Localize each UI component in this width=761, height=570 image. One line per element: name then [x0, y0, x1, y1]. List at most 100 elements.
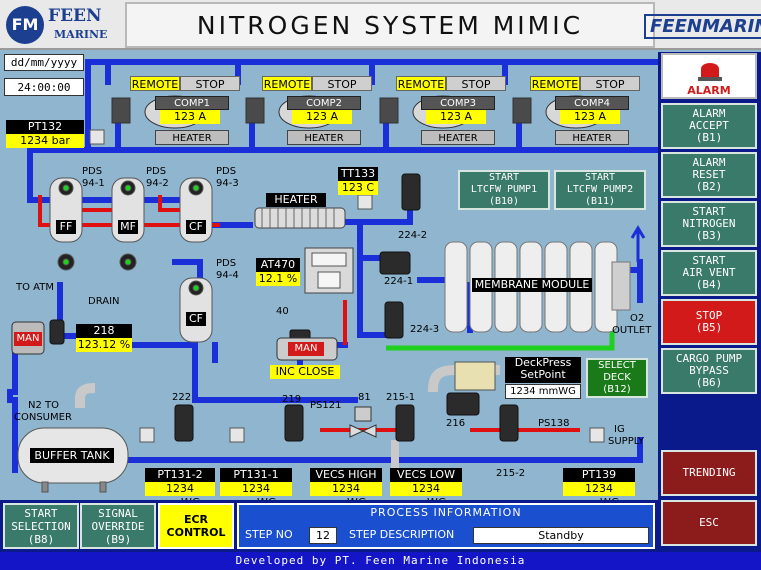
start-ltcfw-pump1-l2: LTCFW PUMP1 — [470, 184, 538, 195]
n2-consumer-label-1: N2 TO — [28, 400, 60, 411]
vecs-low-value: 1234 mmWG — [390, 482, 462, 509]
pds-94-1-label: PDS — [82, 166, 103, 177]
pt139-label: PT139 — [563, 468, 635, 482]
valve-218-label: 218 — [76, 324, 132, 338]
comp2-label: COMP2 — [287, 96, 361, 110]
comp3-remote-indicator: REMOTE — [396, 76, 446, 91]
pt131-2-value: 1234 mmWG — [145, 482, 215, 509]
b3-l1: START — [692, 205, 726, 218]
pt132-value: 1234 bar — [6, 134, 84, 148]
feen-marine-logo: FM FEEN MARINE — [6, 4, 124, 46]
b6-l3: (B6) — [695, 376, 723, 389]
fm-logo-sub: MARINE — [54, 28, 108, 41]
select-deck-l1: SELECT — [598, 360, 636, 371]
b9-l3: (B9) — [104, 532, 132, 546]
ecr-l1: ECR — [183, 513, 209, 526]
b2-l3: (B2) — [695, 180, 723, 193]
footer-credit: Developed by PT. Feen Marine Indonesia — [0, 552, 761, 570]
inc-close-indicator: INC CLOSE — [270, 365, 340, 379]
select-deck-l2: DECK — [603, 372, 631, 383]
pds-94-3-label: PDS — [216, 166, 237, 177]
ps138-label: PS138 — [538, 418, 570, 429]
comp4-current: 123 A — [560, 110, 620, 124]
pds-94-4-id: 94-4 — [216, 270, 239, 281]
vecs-low-label: VECS LOW — [390, 468, 462, 482]
comp2-stop-indicator: STOP — [312, 76, 372, 91]
comp4-heater: HEATER — [555, 130, 629, 145]
vecs-high-value: 1234 mmWG — [310, 482, 382, 509]
comp2-current: 123 A — [292, 110, 352, 124]
valve-224-3-label: 224-3 — [410, 324, 440, 335]
step-description-value: Standby — [473, 527, 649, 544]
comp3-stop-indicator: STOP — [446, 76, 506, 91]
b6-l2: BYPASS — [689, 364, 729, 377]
comp1-current: 123 A — [160, 110, 220, 124]
b5-l2: (B5) — [695, 321, 723, 334]
comp1-stop-indicator: STOP — [180, 76, 240, 91]
comp4-stop-indicator: STOP — [580, 76, 640, 91]
o2-outlet-label-1: O2 — [630, 313, 645, 324]
filter-ff-label: FF — [56, 220, 76, 234]
alarm-label: ALARM — [687, 84, 731, 97]
filter-mf-label: MF — [118, 220, 138, 234]
deckpress-l2: SetPoint — [520, 368, 566, 381]
time-display: 24:00:00 — [4, 78, 84, 96]
b8-l1: START — [24, 506, 58, 520]
comp2-heater: HEATER — [287, 130, 361, 145]
comp3-heater: HEATER — [421, 130, 495, 145]
ecr-l2: CONTROL — [166, 526, 226, 539]
b1-l3: (B1) — [695, 131, 723, 144]
start-ltcfw-pump2-l3: (B11) — [584, 196, 616, 207]
date-display: dd/mm/yyyy — [4, 54, 84, 71]
valve-40-label: 40 — [276, 306, 289, 317]
fm-logo-name: FEEN — [48, 6, 102, 26]
valve-215-2-label: 215-2 — [496, 468, 526, 479]
ig-supply-label-2: SUPPLY — [608, 436, 645, 447]
valve-81-label: 81 — [358, 392, 371, 403]
tt133-label: TT133 — [338, 167, 378, 181]
ps121-label: PS121 — [310, 400, 342, 411]
pds-94-1-id: 94-1 — [82, 178, 105, 189]
at470-label: AT470 — [256, 258, 300, 272]
b6-l1: CARGO PUMP — [675, 352, 743, 365]
o2-outlet-label-2: OUTLET — [612, 325, 652, 336]
esc-button[interactable]: ESC — [661, 500, 757, 546]
membrane-module-label: MEMBRANE MODULE — [472, 278, 592, 292]
process-information-panel: PROCESS INFORMATION STEP NO 12 STEP DESC… — [237, 503, 655, 549]
man-center-mode[interactable]: MAN — [288, 342, 324, 356]
pds-94-2-label: PDS — [146, 166, 167, 177]
alarm-bell-icon — [698, 63, 722, 81]
b2-l1: ALARM — [692, 156, 726, 169]
page-title: NITROGEN SYSTEM MIMIC — [125, 2, 655, 48]
valve-222-label: 222 — [172, 392, 192, 403]
vecs-high-label: VECS HIGH — [310, 468, 382, 482]
select-deck-l3: (B12) — [603, 384, 631, 395]
step-description-label: STEP DESCRIPTION — [349, 528, 455, 541]
deckpress-setpoint-input[interactable]: 1234 mmWG — [505, 384, 581, 399]
feenmarine-logo-mark: F — [650, 16, 663, 37]
fm-logo-circle: FM — [6, 6, 44, 44]
pt131-1-value: 1234 mmWG — [220, 482, 292, 509]
valve-224-2-label: 224-2 — [398, 230, 428, 241]
trending-button[interactable]: TRENDING — [661, 450, 757, 496]
stop-button[interactable]: STOP(B5) — [661, 299, 757, 345]
start-ltcfw-pump2-l2: LTCFW PUMP2 — [566, 184, 634, 195]
man-left-mode[interactable]: MAN — [14, 332, 42, 346]
step-no-label: STEP NO — [245, 528, 293, 541]
comp3-label: COMP3 — [421, 96, 495, 110]
pds-94-2-id: 94-2 — [146, 178, 169, 189]
alarm-indicator[interactable]: ALARM — [661, 53, 757, 99]
